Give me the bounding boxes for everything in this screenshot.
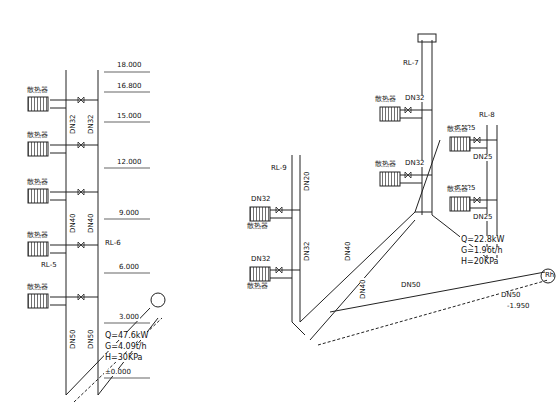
drawing-label: RL-6 [104,240,122,247]
pipe-size: DN20 [304,170,311,192]
drawing-label: DN25 [472,154,494,161]
drawing-label: DN32 [404,95,426,102]
pipe-size: DN50 [88,328,95,350]
connection-circle [541,269,555,283]
pipe-size: DN40 [345,240,352,262]
drawing-label: Rh [544,272,555,279]
drawing-label: 12.000 [116,159,143,166]
riser-pipe [292,40,497,322]
drawing-label: RL-9 [270,165,288,172]
design-note: Q=47.6kW [104,332,149,340]
drawing-label: 散热器 [374,161,397,168]
drawing-label: 散热器 [246,223,269,230]
radiator-symbol [250,107,470,281]
pipe-size: DN40 [88,212,95,234]
drawing-label: DN32 [250,256,272,263]
main-pipe [292,140,545,340]
design-note: H=30KPa [104,354,144,362]
drawing-label: 散热器 [246,283,269,290]
drawing-label: -1.950 [506,303,531,310]
branch-pipe [50,100,98,305]
drawing-label: DN32 [404,160,426,167]
main-pipe-return [74,318,162,402]
pipe-size: DN32 [304,240,311,262]
main-pipe [66,308,158,395]
drawing-label: 散热器 [26,132,49,139]
pipe-size: DN50 [70,328,77,350]
connection-circle [151,293,165,307]
riser-pipe [66,70,98,395]
drawing-label: 散热器 [446,186,469,193]
drawing-label: 散热器 [26,179,49,186]
pipe-size: DN40 [70,212,77,234]
drawing-label: DN50 [500,292,522,299]
design-note: G=1.96t/h [460,247,504,255]
drawing-label: 6.000 [118,264,140,271]
drawing-label: DN25 [472,214,494,221]
radiator-symbol [28,97,48,308]
design-note: H=20KPa [460,258,500,266]
main-pipe-return [318,280,548,345]
drawing-label: DN50 [400,282,422,289]
drawing-label: RL-8 [478,112,496,119]
pipe-size: DN40 [360,278,367,300]
pipe-size: DN32 [70,113,77,135]
drawing-label: 散热器 [26,87,49,94]
drawing-label: 16.800 [116,83,143,90]
drawing-label: RL-5 [40,262,58,269]
valve-symbol [78,97,84,300]
drawing-label: 散热器 [26,284,49,291]
design-note: G=4.09t/h [104,343,148,351]
drawing-label: ±0.000 [104,369,132,376]
valve-symbol [276,107,480,273]
drawing-label: 散热器 [26,232,49,239]
drawing-label: RL-7 [402,60,420,67]
level-line [104,72,150,378]
design-note: Q=22.8kW [460,236,505,244]
drawing-label: 15.000 [116,113,143,120]
drawing-label: 3.000 [118,314,140,321]
drawing-label: 散热器 [446,126,469,133]
riser-cap [418,34,436,42]
pipe-size: DN32 [88,113,95,135]
drawing-label: DN32 [250,196,272,203]
drawing-label: 散热器 [374,96,397,103]
drawing-label: 18.000 [116,62,143,69]
drawing-label: 9.000 [118,210,140,217]
